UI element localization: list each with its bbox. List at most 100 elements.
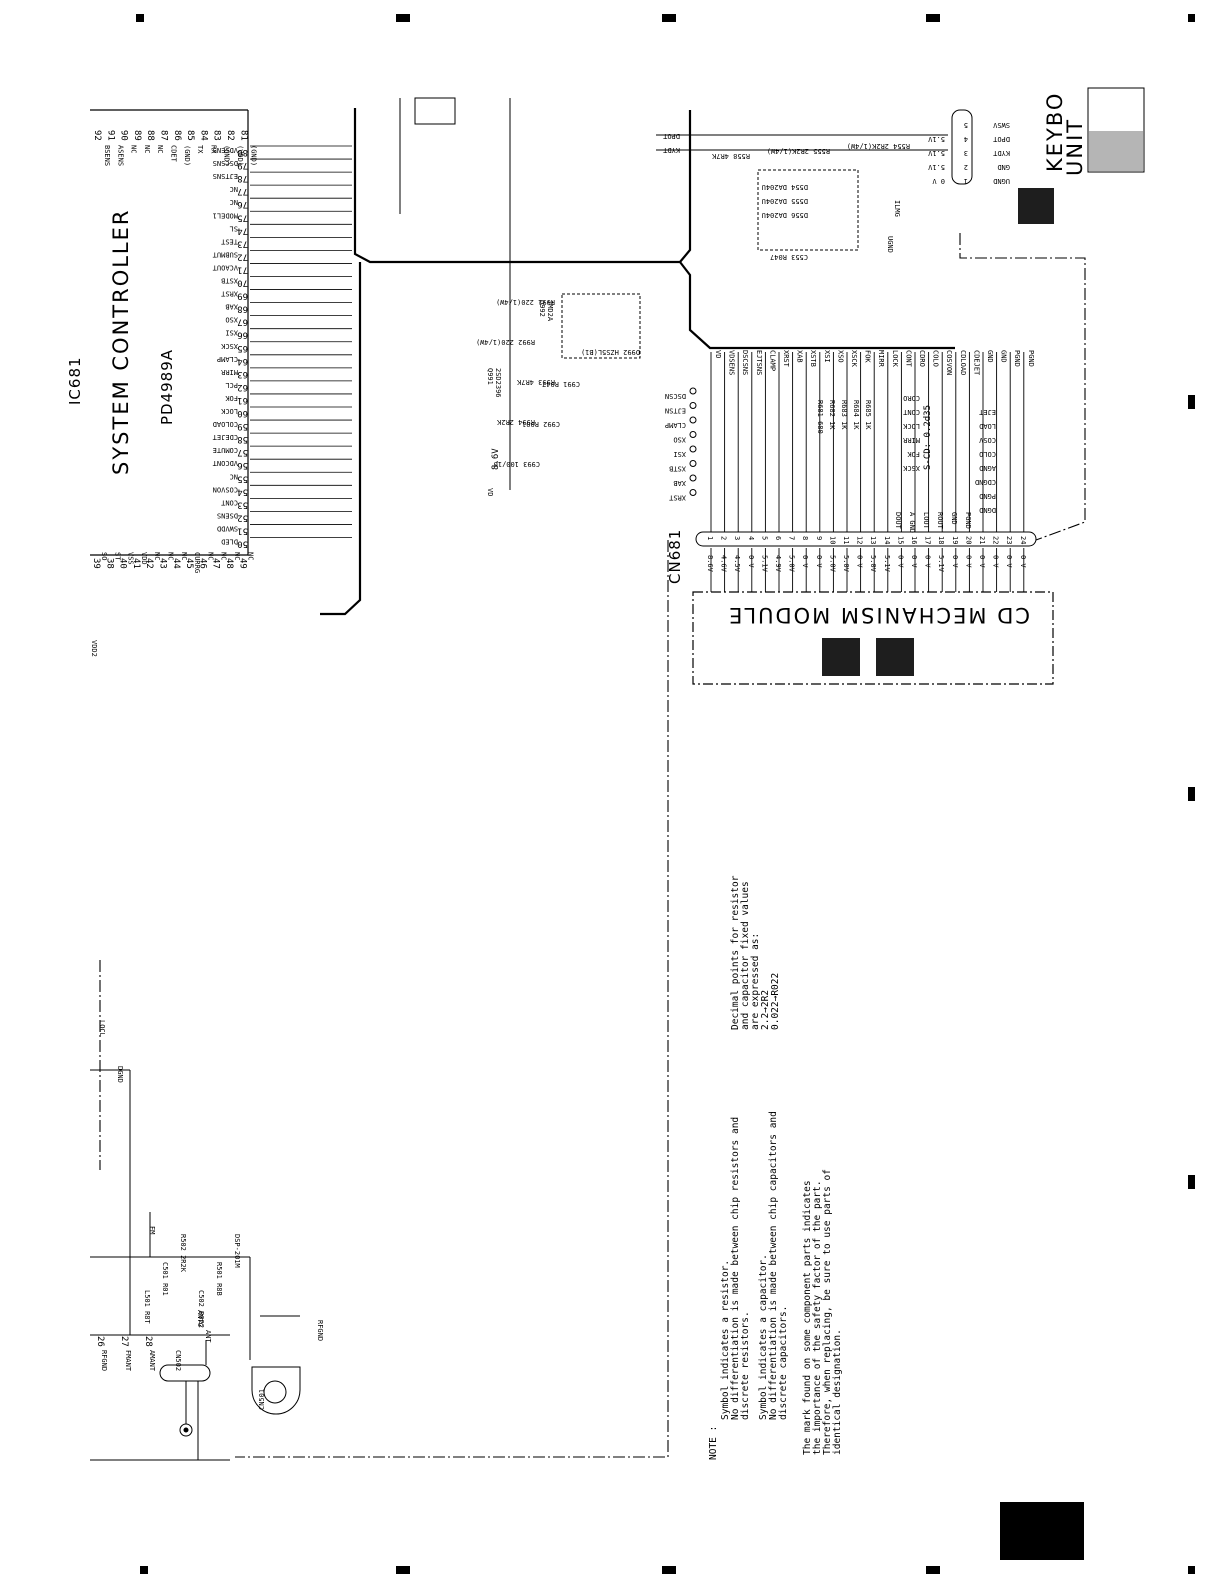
connector-pin-voltage: 0 V <box>951 555 959 568</box>
connector-pin-voltage: 0 V <box>856 555 864 568</box>
note-resistor: discrete resistors. <box>740 1311 751 1420</box>
bottom-pin-number: 40 <box>118 558 128 569</box>
connector-pin-voltage: 0 V <box>801 555 809 568</box>
keyboard-pin-voltage: 0 V <box>932 177 945 185</box>
rf-pin-number: 26 <box>95 1336 105 1347</box>
bottom-pin-number: 44 <box>171 558 181 569</box>
cap-label: C991 R047 <box>542 380 580 388</box>
left-pin-name: XRST <box>220 290 238 298</box>
left-pin-number: 77 <box>237 186 248 196</box>
left-pin-name: VDSENS <box>213 146 238 154</box>
left-pin-number: 56 <box>237 460 248 470</box>
connector-pin-signal: LOCK <box>891 350 899 368</box>
keyboard-resistor: R558 4R7K <box>711 152 750 160</box>
left-pin-name: VCAOUT <box>212 263 238 271</box>
top-pin-name: ASENS <box>116 145 124 166</box>
bottom-pin-name: VSS <box>127 552 135 565</box>
connector-pin-signal: CLAMP <box>768 350 776 371</box>
connector-pin-number: 3 <box>733 536 741 540</box>
connector-pin-signal: COLO <box>932 350 940 367</box>
top-pin-name: (GND) <box>183 145 191 166</box>
left-pin-name: CLAMP <box>217 355 238 363</box>
cd-point-label: DGND <box>979 506 996 514</box>
rf-ant: ANT <box>204 1330 212 1343</box>
keyboard-pin-name: GND <box>997 163 1010 171</box>
bottom-pin-name: NC <box>246 552 254 560</box>
bottom-pin-name: NC <box>180 552 188 560</box>
resistor-bank-label: R685 1K <box>864 400 872 430</box>
connector-wires <box>710 352 1025 592</box>
connector-pin-signal: CONT <box>904 350 912 368</box>
rf-vdd2: VDD2 <box>90 640 98 657</box>
connector-pin-number: 18 <box>937 536 945 544</box>
resistor-label: R994 2R2K <box>496 418 535 426</box>
left-pin-name: XSO <box>225 316 238 324</box>
left-pin-name: NC <box>230 198 238 206</box>
top-pin-number: 87 <box>159 130 169 141</box>
left-pin-number: 61 <box>237 395 248 405</box>
rf-pin-name: RFGND <box>100 1350 108 1371</box>
left-pin-number: 62 <box>237 382 248 392</box>
connector-extra-label: DOUT <box>894 512 902 530</box>
connector-pin-voltage: 0 V <box>910 555 918 568</box>
keyboard-aux: UGND <box>886 236 894 253</box>
connector-pin-signal: CDLOAD <box>959 350 967 375</box>
connector-pin-number: 21 <box>978 536 986 544</box>
left-pin-number: 66 <box>237 330 248 340</box>
rf-dgnd: DGND <box>116 1066 124 1083</box>
keyboard-cap: C553 R047 <box>770 253 808 261</box>
note-decimal: are expressed as: <box>750 933 761 1030</box>
test-point <box>689 445 697 453</box>
left-pin-number: 69 <box>237 291 248 301</box>
keyboard-pin-number: 2 <box>964 163 968 171</box>
connector-pin-signal: XAB <box>796 350 804 363</box>
bottom-pin-number: 41 <box>131 558 141 569</box>
rf-part-label: DSP-201M <box>233 1234 241 1268</box>
left-pin-number: 57 <box>237 447 248 457</box>
connector-pin-signal: DSCSNS <box>741 350 749 375</box>
connector-pin-number: 22 <box>992 536 1000 544</box>
connector-pin-signal: MIRR <box>877 350 885 368</box>
ic-header: IC681 <box>66 356 84 405</box>
connector-pin-voltage: 5.1V <box>883 555 891 573</box>
right-point-label: CDRO <box>903 394 920 402</box>
rf-section <box>90 1069 301 1461</box>
connector-pin-voltage: 5.0V <box>828 555 836 573</box>
left-pin-name: SL <box>230 224 238 232</box>
connector-pin-signal: XSO <box>836 350 844 363</box>
left-pin-name: NC <box>230 472 238 480</box>
cap-label: C993 100/10 <box>494 460 540 468</box>
connector-pin-number: 13 <box>869 536 877 544</box>
bottom-pin-number: 47 <box>211 558 221 569</box>
resistor-bank-label: R683 1K <box>840 400 848 430</box>
connector-pin-voltage: 4.6V <box>720 555 728 573</box>
connector-extra-label: PGND <box>964 512 972 529</box>
connector-pin-voltage: 4.5V <box>733 555 741 573</box>
keyboard-pin-name: KYDT <box>992 149 1010 157</box>
left-pin-name: NC <box>230 185 238 193</box>
diode-label: D992 HZS5L(B1) <box>581 348 640 356</box>
left-pin-name: TEST <box>220 237 238 245</box>
right-point-label: LOCK <box>902 422 920 430</box>
connector-extra-label: ROUT <box>936 512 944 530</box>
bottom-pin-number: 39 <box>91 558 101 569</box>
left-pin-name: SWVDD <box>217 524 238 532</box>
connector-pin-number: 24 <box>1019 536 1027 544</box>
controller-wires <box>250 145 352 538</box>
note-safety: identical designation. <box>832 1329 843 1455</box>
keyboard-pin-name: SWSV <box>992 121 1010 129</box>
left-pin-number: 75 <box>237 212 248 222</box>
note-resistor: Symbol indicates a resistor. <box>720 1260 731 1420</box>
cn681-capsule <box>695 531 1037 547</box>
resistor-bank-label: R684 1K <box>852 400 860 430</box>
cd-point-label: PGND <box>979 492 996 500</box>
left-pin-name: COLOAD <box>213 420 238 428</box>
test-point <box>689 416 697 424</box>
left-pin-name: VDCONT <box>212 459 238 467</box>
transistor-part: 2SD2396 <box>494 368 502 398</box>
keyboard-pin-voltage: 5.1V <box>927 135 945 143</box>
keyboard-pin-name: DPOT <box>992 135 1010 143</box>
connector-pin-voltage: 0 V <box>896 555 904 568</box>
left-pin-name: LOCK <box>220 407 238 415</box>
